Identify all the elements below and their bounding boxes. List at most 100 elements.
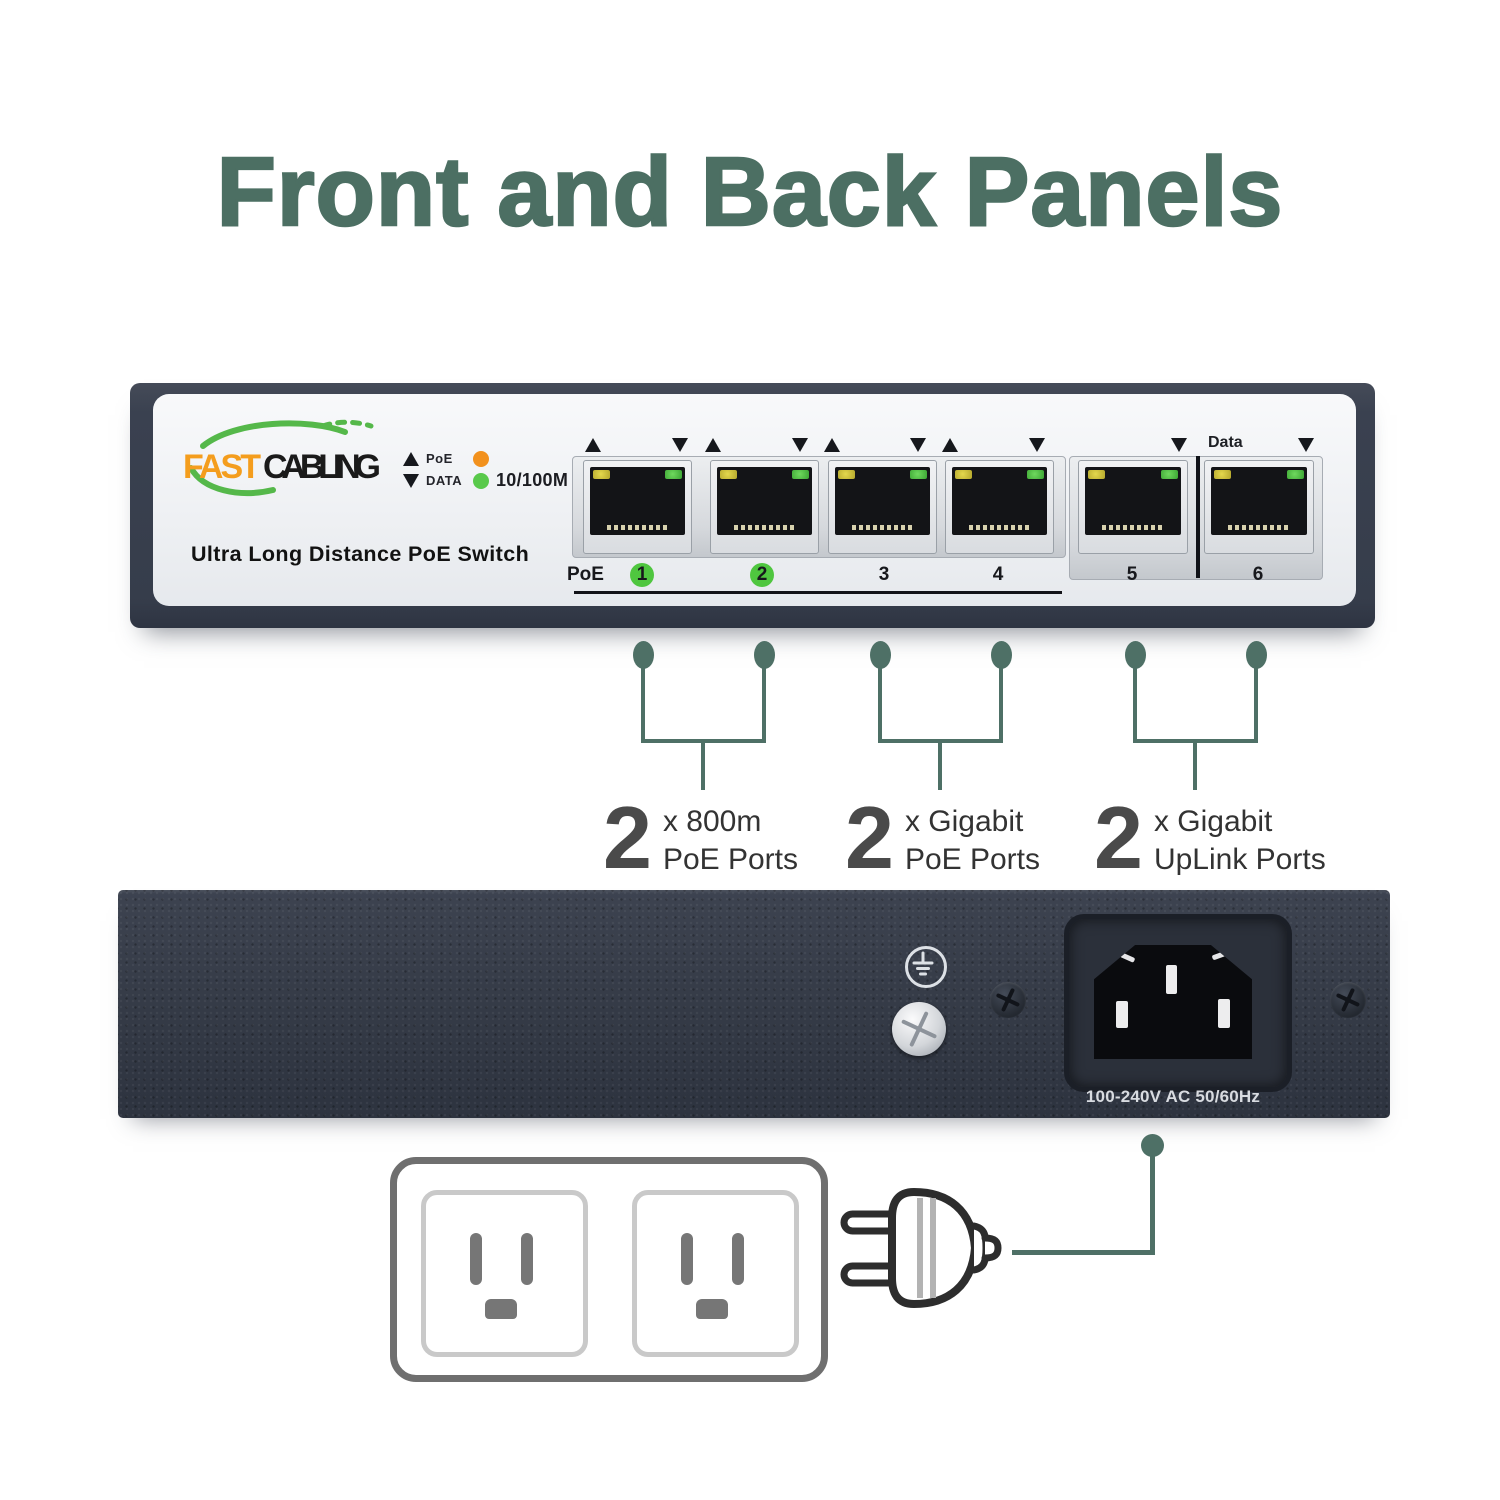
ground-symbol-icon (905, 946, 947, 988)
port-cavity (717, 467, 812, 535)
port-pins (606, 525, 669, 530)
inlet-corner-mark (1119, 952, 1136, 963)
logo-swoosh-top (200, 420, 348, 449)
callout2-line1: x Gigabit (904, 805, 1024, 838)
port4-poe-arrow-icon (942, 438, 958, 452)
port2-data-arrow-icon (792, 438, 808, 452)
plug-body-stripes (917, 1198, 936, 1298)
outlet-slot-icon (732, 1233, 744, 1285)
plug-cord-nub (981, 1234, 1002, 1262)
ac-pin-neutral (1218, 999, 1230, 1028)
ac-pin-ground (1166, 965, 1177, 994)
logo-swoosh-bottom (188, 465, 276, 496)
led-legend-data-row: DATA 10/100M (403, 470, 568, 490)
rj45-port-1 (583, 460, 692, 554)
port-cavity (1085, 467, 1181, 535)
callout3-count: 2 (1094, 788, 1143, 887)
port-cavity (835, 467, 930, 535)
port2-poe-arrow-icon (705, 438, 721, 452)
ac-inlet-recess (1064, 914, 1292, 1092)
ac-power-inlet-c14 (1094, 945, 1252, 1059)
callout3-line-a (1133, 667, 1137, 741)
callout1-dot-b (754, 641, 775, 669)
port6-data-arrow-icon (1298, 438, 1314, 452)
green-led-icon (1027, 470, 1044, 479)
rj45-port-5 (1078, 460, 1188, 554)
brand-cabling-text: CABLING (263, 448, 381, 486)
plug-collar (970, 1222, 990, 1274)
port-cavity (590, 467, 685, 535)
port-number-1: 1 (630, 563, 654, 587)
yellow-led-icon (838, 470, 855, 479)
yellow-led-icon (593, 470, 610, 479)
outlet-receptacle-right (632, 1190, 799, 1357)
green-led-icon (1287, 470, 1304, 479)
port-cavity (952, 467, 1047, 535)
green-led-icon (1161, 470, 1178, 479)
port1-poe-arrow-icon (585, 438, 601, 452)
callout2-count: 2 (845, 788, 894, 887)
callout3-text: x Gigabit UpLink Ports (1154, 798, 1326, 880)
port-pins (968, 525, 1031, 530)
callout3-line1: x Gigabit (1153, 805, 1273, 838)
page-title: Front and Back Panels (215, 136, 1284, 248)
uplink-data-label: Data (1208, 434, 1243, 451)
port-number-2: 2 (750, 563, 774, 587)
callout1-line1: x 800m (662, 805, 762, 838)
outlet-slot-icon (521, 1233, 533, 1285)
port-pins (851, 525, 914, 530)
uplink-bezel-divider (1196, 456, 1200, 578)
logo-swoosh-dashes (320, 419, 374, 429)
led-legend: PoE DATA 10/100M (403, 450, 568, 490)
rj45-port-2 (710, 460, 819, 554)
yellow-led-icon (720, 470, 737, 479)
yellow-led-icon (1088, 470, 1105, 479)
port-pins (733, 525, 796, 530)
power-callout-hline (1012, 1250, 1153, 1255)
port-number-3: 3 (878, 564, 890, 585)
ac-pin-live (1116, 1001, 1128, 1028)
callout1-label: 2 x 800m PoE Ports (603, 788, 798, 887)
power-plug-icon (840, 1188, 1002, 1308)
callout2-dot-b (991, 641, 1012, 669)
yellow-led-icon (1214, 470, 1231, 479)
callout3-line2: UpLink Ports (1153, 843, 1326, 877)
callout2-text: x Gigabit PoE Ports (905, 798, 1040, 880)
callout2-line-b (999, 667, 1003, 741)
green-led-icon (910, 470, 927, 479)
yellow-led-icon (955, 470, 972, 479)
callout1-line-b (762, 667, 766, 741)
callout1-stem (701, 741, 705, 790)
callout3-label: 2 x Gigabit UpLink Ports (1094, 788, 1326, 887)
port-number-6: 6 (1252, 564, 1264, 585)
rj45-port-4 (945, 460, 1054, 554)
outlet-receptacle-left (421, 1190, 588, 1357)
switch-front-panel: FAST CABLING PoE DATA 10/100M Ultra Long… (130, 383, 1375, 628)
rj45-port-3 (828, 460, 937, 554)
callout3-stem (1193, 741, 1197, 790)
power-rating-label: 100-240V AC 50/60Hz (1085, 1087, 1261, 1106)
outlet-ground-hole-icon (696, 1299, 728, 1319)
led-legend-poe-row: PoE (403, 450, 568, 467)
power-callout-vline (1150, 1155, 1155, 1255)
product-tagline: Ultra Long Distance PoE Switch (191, 542, 530, 566)
legend-poe-label: PoE (426, 451, 453, 466)
callout1-line-a (641, 667, 645, 741)
port4-data-arrow-icon (1029, 438, 1045, 452)
wall-outlet-plate (390, 1157, 828, 1382)
port5-data-arrow-icon (1171, 438, 1187, 452)
rj45-port-6 (1204, 460, 1314, 554)
callout2-line2: PoE Ports (904, 843, 1041, 877)
ports-row-poe-label: PoE (567, 564, 604, 585)
callout2-line-a (878, 667, 882, 741)
grounding-screw-icon (892, 1002, 946, 1056)
callout3-dot-a (1125, 641, 1146, 669)
brand-fast-text: FAST (183, 448, 261, 486)
data-led-green-icon (473, 472, 489, 489)
switch-back-panel: 100-240V AC 50/60Hz (118, 890, 1390, 1118)
port3-poe-arrow-icon (824, 438, 840, 452)
inlet-corner-mark (1211, 950, 1228, 961)
outlet-slot-icon (681, 1233, 693, 1285)
callout1-count: 2 (603, 788, 652, 887)
